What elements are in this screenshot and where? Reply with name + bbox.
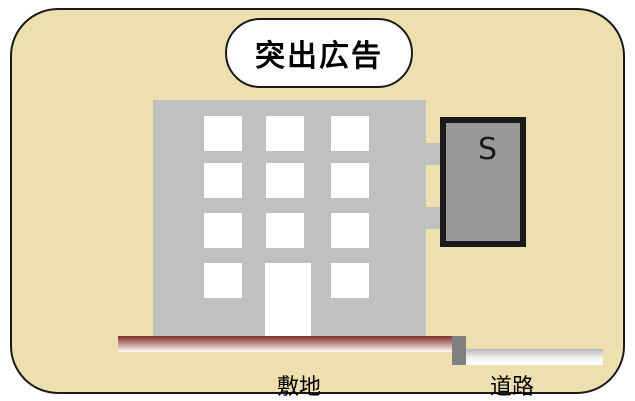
building-window bbox=[204, 263, 242, 298]
building-window bbox=[204, 213, 242, 248]
site-ground-line bbox=[118, 336, 452, 352]
building-window bbox=[331, 263, 369, 298]
building-window bbox=[266, 213, 304, 248]
sign-letter: S bbox=[478, 132, 498, 167]
building-window bbox=[266, 116, 304, 151]
site-label: 敷地 bbox=[277, 375, 322, 400]
property-boundary-marker bbox=[452, 336, 466, 365]
building-window bbox=[331, 213, 369, 248]
sign-bracket-lower bbox=[426, 207, 442, 229]
projecting-sign bbox=[440, 117, 526, 247]
building-window bbox=[204, 116, 242, 151]
building-door bbox=[265, 263, 311, 337]
title-pill: 突出広告 bbox=[225, 18, 413, 88]
road-surface bbox=[466, 349, 603, 365]
building-window bbox=[331, 163, 369, 198]
building-window bbox=[331, 116, 369, 151]
building-window bbox=[266, 163, 304, 198]
diagram-title: 突出広告 bbox=[255, 39, 383, 74]
road-label: 道路 bbox=[490, 375, 535, 400]
sign-bracket-upper bbox=[426, 143, 442, 165]
building-window bbox=[204, 163, 242, 198]
